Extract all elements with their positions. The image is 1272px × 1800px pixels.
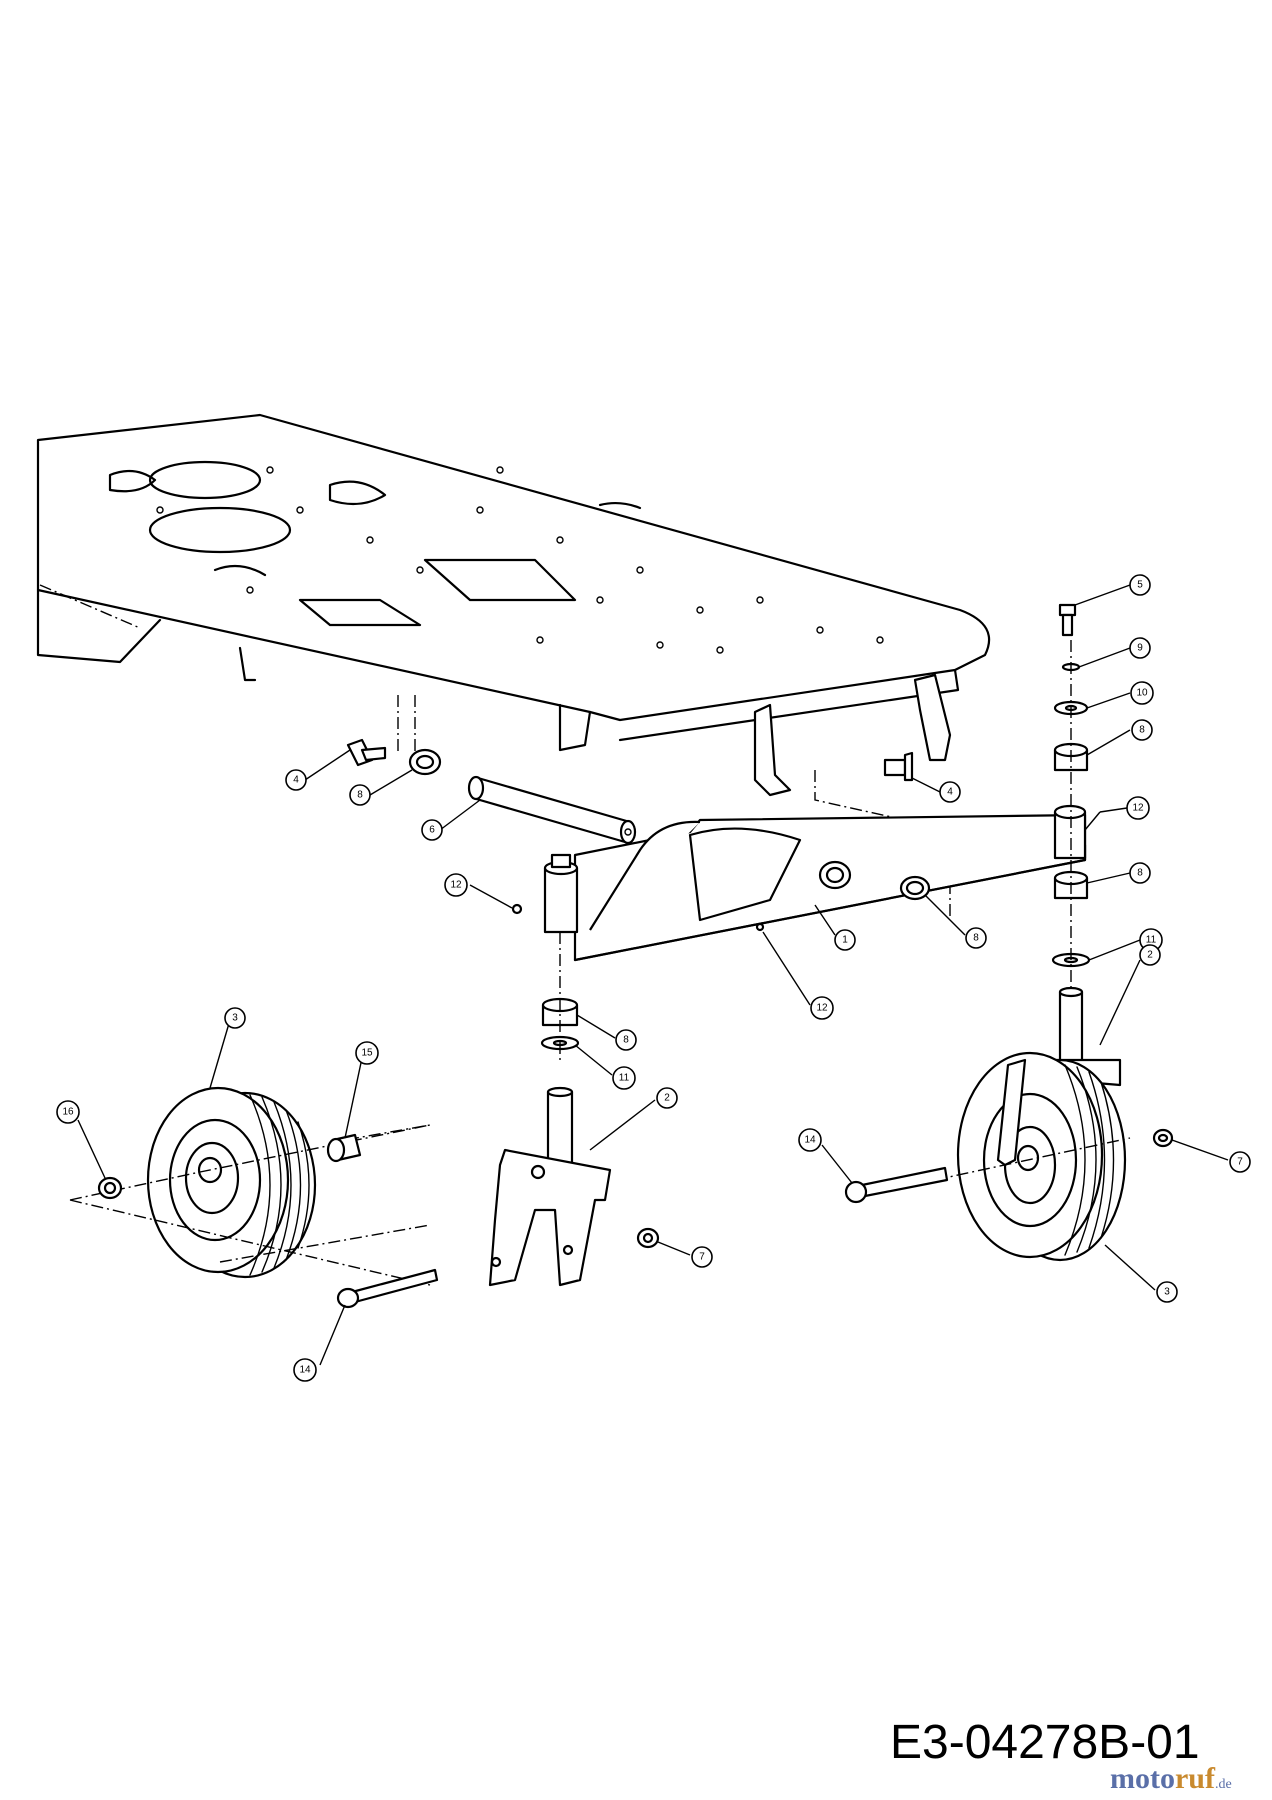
- callout-label: 12: [1132, 803, 1144, 814]
- callout-8: [965, 927, 987, 949]
- callout-12: [444, 873, 468, 897]
- callout-label: 16: [62, 1107, 74, 1118]
- brand-part1: moto: [1110, 1762, 1175, 1795]
- callout-label: 12: [816, 1003, 828, 1014]
- callout-label: 8: [1137, 868, 1143, 879]
- callout-label: 15: [361, 1048, 373, 1059]
- chassis-frame: [36, 413, 991, 920]
- callout-7: [1229, 1151, 1251, 1173]
- hardware-parts: [346, 603, 1091, 1060]
- callout-label: 10: [1136, 688, 1148, 699]
- brand-suffix: .de: [1214, 1777, 1232, 1792]
- callout-label: 4: [293, 775, 299, 786]
- callout-label: 2: [664, 1093, 670, 1104]
- brand-part2: ruf: [1174, 1762, 1215, 1795]
- callout-label: 11: [619, 1073, 630, 1084]
- callout-12: [810, 996, 834, 1020]
- callout-4: [285, 769, 307, 791]
- callout-14: [293, 1358, 317, 1382]
- callout-7: [691, 1246, 713, 1268]
- axle-bolts: [97, 1128, 1174, 1309]
- callout-2: [656, 1087, 678, 1109]
- callout-3: [224, 1007, 246, 1029]
- callout-label: 9: [1137, 643, 1143, 654]
- callout-9: [1129, 637, 1151, 659]
- callout-15: [355, 1041, 379, 1065]
- brand-logo: motoruf.de: [1110, 1762, 1232, 1796]
- callout-label: 8: [973, 933, 979, 944]
- wheel-left: [69, 1086, 431, 1286]
- callout-label: 8: [1139, 725, 1145, 736]
- callout-6: [421, 819, 443, 841]
- callout-10: [1130, 681, 1154, 705]
- callout-label: 7: [1237, 1157, 1243, 1168]
- callout-5: [1129, 574, 1151, 596]
- callout-8: [1129, 862, 1151, 884]
- callout-label: 7: [699, 1252, 705, 1263]
- callout-label: 14: [299, 1365, 311, 1376]
- callout-label: 3: [1164, 1287, 1170, 1298]
- callout-label: 4: [947, 787, 953, 798]
- callouts: 5 9 10 8 4 12 8 11 4 8: [56, 574, 1251, 1382]
- callout-label: 6: [429, 825, 435, 836]
- callout-label: 8: [357, 790, 363, 801]
- wheel-right: [934, 1051, 1131, 1262]
- callout-8: [349, 784, 371, 806]
- callout-11: [612, 1066, 636, 1090]
- callout-3: [1156, 1281, 1178, 1303]
- callout-label: 2: [1147, 950, 1153, 961]
- callout-label: 8: [623, 1035, 629, 1046]
- callout-label: 12: [450, 880, 462, 891]
- callout-label: 14: [804, 1135, 816, 1146]
- caster-fork-left: [488, 1086, 612, 1287]
- callout-1: [834, 929, 856, 951]
- callout-2: [1139, 944, 1161, 966]
- pivot-rod: [467, 775, 637, 845]
- callout-8: [615, 1029, 637, 1051]
- callout-16: [56, 1100, 80, 1124]
- callout-4: [939, 781, 961, 803]
- callout-label: 5: [1137, 580, 1143, 591]
- callout-label: 1: [842, 935, 848, 946]
- drawing-code: E3-04278B-01: [890, 1716, 1200, 1769]
- front-axle-beam: [543, 804, 1087, 962]
- callout-8: [1131, 719, 1153, 741]
- callout-label: 3: [232, 1013, 238, 1024]
- callout-14: [798, 1128, 822, 1152]
- callout-label: 11: [1146, 935, 1157, 946]
